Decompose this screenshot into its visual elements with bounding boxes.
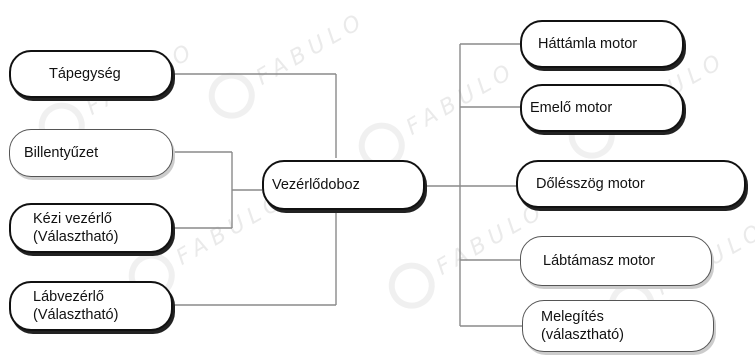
- node-label: Dőlésszög motor: [536, 175, 645, 192]
- node-label: Emelő motor: [530, 99, 613, 116]
- node-backrest-motor: Háttámla motor: [520, 20, 684, 68]
- node-heating: Melegítés (választható): [522, 300, 714, 352]
- node-label: Tápegység: [49, 65, 121, 82]
- node-label: Billentyűzet: [24, 144, 99, 161]
- node-tilt-motor: Dőlésszög motor: [516, 160, 746, 208]
- node-control-box: Vezérlődoboz: [262, 160, 425, 210]
- node-label: Melegítés (választható): [541, 308, 625, 343]
- node-label: Lábtámasz motor: [543, 252, 656, 269]
- node-label: Kézi vezérlő (Választható): [33, 210, 119, 245]
- node-foot-controller: Lábvezérlő (Választható): [9, 281, 173, 331]
- node-hand-controller: Kézi vezérlő (Választható): [9, 203, 173, 253]
- node-legrest-motor: Lábtámasz motor: [520, 236, 712, 286]
- node-label: Háttámla motor: [538, 35, 638, 52]
- node-label: Lábvezérlő (Választható): [33, 288, 119, 323]
- node-power-supply: Tápegység: [9, 50, 173, 98]
- node-label: Vezérlődoboz: [272, 176, 360, 193]
- node-keyboard: Billentyűzet: [9, 129, 173, 177]
- node-lift-motor: Emelő motor: [520, 84, 684, 132]
